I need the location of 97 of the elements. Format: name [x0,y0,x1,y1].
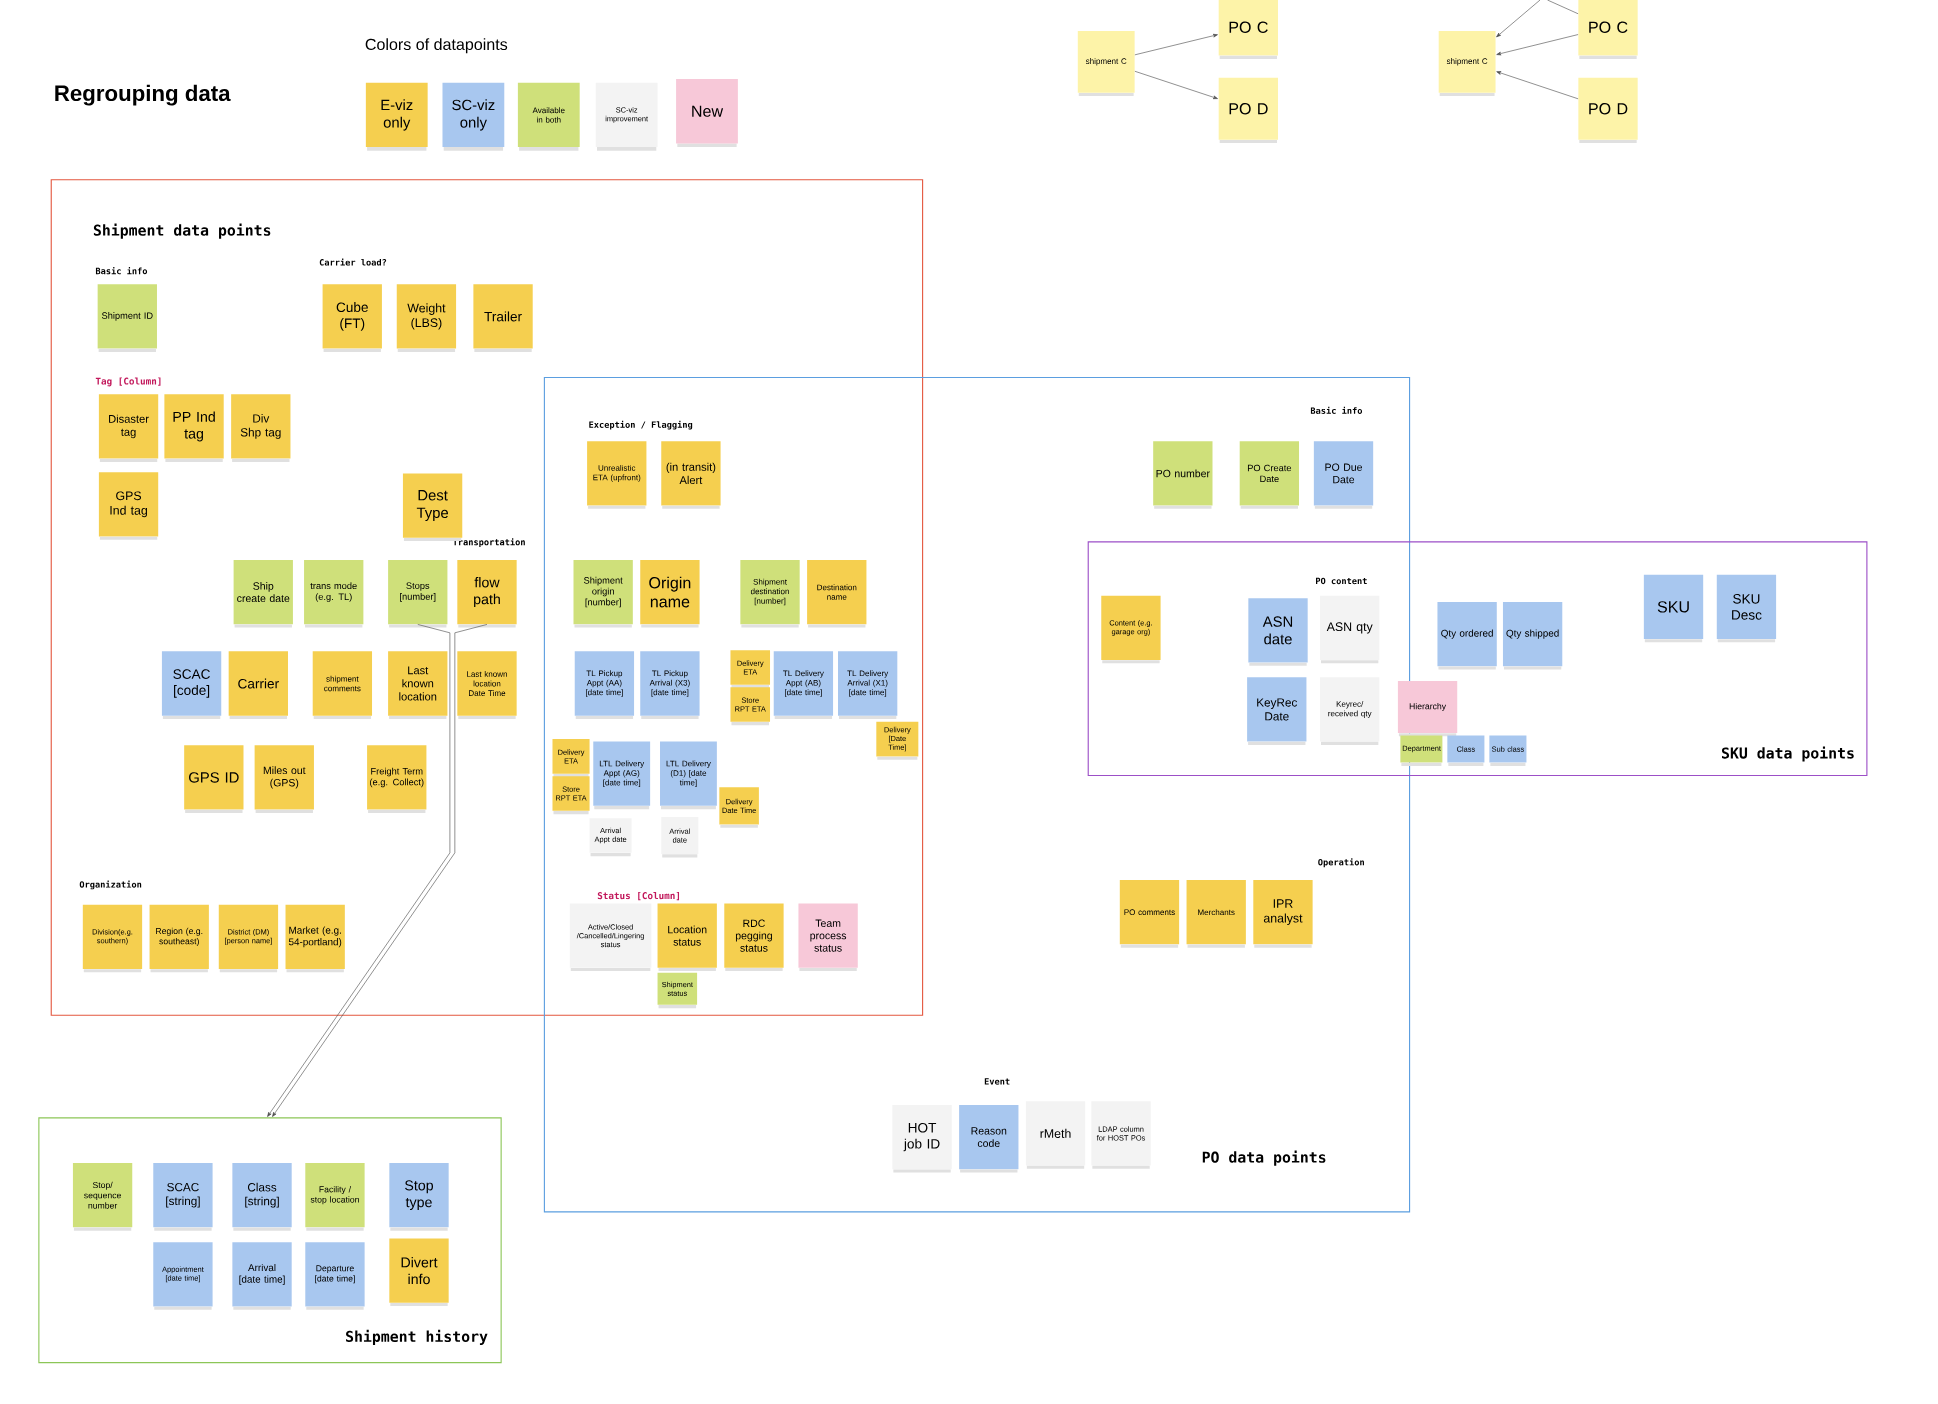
frame-title: Shipment history [346,1329,488,1345]
sticky-note: KeyRec Date [1247,677,1307,745]
sticky-note: IPR analyst [1253,880,1313,948]
section-heading: Organization [78,879,144,891]
sticky-note: SKU Desc [1716,574,1777,643]
frame-title: PO data points [1202,1150,1326,1166]
sticky-note: Carrier [228,651,288,719]
sticky-note: Destination name [807,559,867,628]
arrow [1496,71,1579,100]
sticky-note: Qty ordered [1437,601,1497,670]
sticky-note: ASN date [1248,598,1308,666]
sticky-note: Trailer [473,284,533,352]
sticky-note: TL Delivery Arrival (X1) [date time] [838,651,898,719]
legend-text: SC-viz only [452,99,495,131]
sticky-note: Qty shipped [1502,601,1563,670]
sticky-note: Location status [657,903,717,972]
sticky-note: (in transit) Alert [661,441,721,509]
sticky-note: Dest Type [402,473,463,541]
legend-text: Available in both [532,107,565,123]
sticky-note: Disaster tag [98,394,159,462]
section-heading: PO content [1314,576,1369,586]
arrow [1134,33,1218,56]
sticky-note: Unrealistic ETA (upfront) [587,441,647,509]
section-heading: Status [Column] [596,890,683,902]
sticky-note: Departure [date time] [305,1242,365,1310]
section-heading: Basic info [94,265,149,276]
sticky-note: SKU [1643,574,1704,643]
sticky-note: Facility / stop location [305,1163,365,1231]
sticky-note: GPS ID [184,745,244,813]
sticky-note: Last known location [388,651,448,719]
sticky-note: Cube (FT) [322,284,382,352]
sticky-note: Class [string] [232,1163,292,1231]
sticky-note: Divert info [389,1238,449,1307]
sticky-note: rMeth [1025,1101,1086,1169]
sticky-note: Ship create date [233,559,293,628]
sticky-note: Shipment destination [number] [740,559,800,628]
sticky-note: HOT job ID [892,1104,952,1173]
legend-text: E-viz only [381,99,413,131]
sticky-note: PO Due Date [1313,441,1374,509]
sticky-note: PP Ind tag [164,394,224,462]
sticky-note: ASN qty [1320,595,1380,664]
sticky-note: Market (e.g. 54-portland) [285,904,345,973]
sticky-note: Arrival [date time] [232,1242,292,1310]
sticky-note: PO Create Date [1239,441,1299,509]
sticky-note: PO number [1153,441,1213,509]
sticky-note: Shipment ID [97,284,157,352]
sticky-note: Hierarchy [1397,681,1458,737]
arrow [272,624,488,1117]
section-heading: Basic info [1309,405,1364,416]
section-heading: Carrier load? [317,257,389,267]
sticky-note: Weight (LBS) [396,284,457,352]
sticky-note: RDC pegging status [724,903,784,972]
arrow [1496,34,1579,56]
title: Regrouping data [55,84,231,106]
sticky-note: shipment C [1077,30,1135,96]
sticky-note: LTL Delivery Appt (AG) [date time] [593,741,651,810]
sticky-note: PO D [1218,77,1278,143]
sticky-note: Div Shp tag [231,394,291,462]
sticky-note: Region (e.g. southeast) [149,904,209,973]
sticky-note: Miles out (GPS) [254,745,314,813]
legend-heading: Colors of datapoints [363,37,509,55]
section-heading: Exception / Flagging [587,419,694,431]
sticky-note: Merchants [1186,880,1246,948]
arrow [267,624,451,1117]
sticky-note: trans mode (e.g. TL) [304,559,364,628]
sticky-note: TL Pickup Arrival (X3) [date time] [640,651,700,719]
sticky-note: SCAC [string] [153,1163,213,1231]
section-heading: Tag [Column] [94,376,164,388]
sticky-note: Team process status [798,903,858,972]
frame-title: SKU data points [1721,746,1854,762]
sticky-note: Stop type [389,1163,449,1231]
sticky-note: PO C [1578,0,1638,59]
sticky-note: PO comments [1119,880,1180,948]
sticky-note: LTL Delivery (D1) [date time] [660,741,717,810]
sticky-note: shipment C [1438,30,1496,96]
sticky-note: PO C [1218,0,1278,59]
sticky-note: TL Pickup Appt (AA) [date time] [574,651,635,719]
frame-title: Shipment data points [93,223,271,239]
sticky-note: Stop/ sequence number [72,1163,133,1231]
sticky-note: flow path [457,559,517,628]
sticky-note: Keyrec/ received qty [1320,677,1380,745]
sticky-note: Last known location Date Time [457,651,517,719]
sticky-note: TL Delivery Appt (AB) [date time] [773,651,834,719]
sticky-note: Origin name [640,559,700,628]
sticky-note: Shipment origin [number] [573,559,633,628]
sticky-note: Reason code [959,1104,1019,1173]
legend-text: New [692,105,724,117]
sticky-note: PO D [1578,77,1638,143]
sticky-note: SCAC [code] [161,651,222,719]
sticky-note: Freight Term (e.g. Collect) [367,745,427,813]
section-heading: Operation [1316,857,1366,869]
sticky-note: Stops [number] [388,559,448,628]
arrow [1496,0,1541,38]
section-heading: Event [982,1077,1012,1086]
arrow [1134,70,1218,99]
sticky-note: shipment comments [312,651,373,719]
sticky-note: GPS Ind tag [98,472,159,540]
